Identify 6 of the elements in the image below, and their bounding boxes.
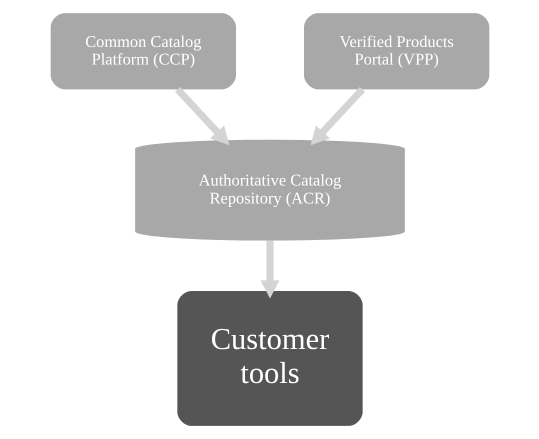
node-box: Customer tools [176,291,362,426]
node-box: Verified Products Portal (VPP) [304,13,489,90]
node-box: Common Catalog Platform (CCP) [50,13,236,90]
arrow [174,86,229,146]
arrow [260,240,280,298]
arrow [310,86,364,146]
